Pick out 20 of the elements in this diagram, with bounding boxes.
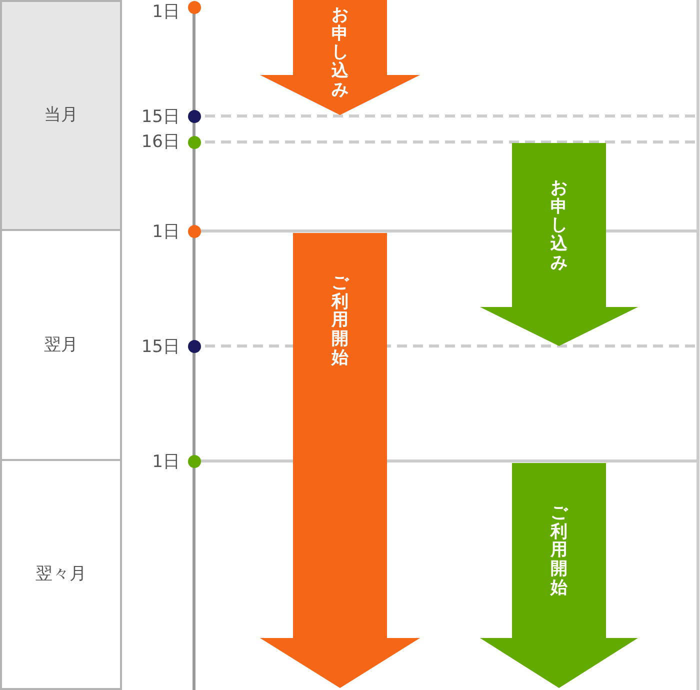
down-arrow bbox=[260, 0, 420, 115]
arrow-label: ご利用開始 bbox=[550, 504, 568, 598]
date-label: 15日 bbox=[141, 108, 180, 126]
date-label: 1日 bbox=[152, 3, 180, 21]
month-band bbox=[0, 459, 122, 690]
down-arrow bbox=[480, 143, 638, 346]
arrow-label: お申し込み bbox=[550, 179, 568, 272]
month-label: 翌々月 bbox=[36, 564, 86, 585]
month-label: 当月 bbox=[44, 105, 78, 126]
arrow-label: お申し込み bbox=[332, 6, 348, 100]
down-arrow bbox=[260, 233, 420, 688]
month-band bbox=[0, 229, 122, 461]
arrow-label: ご利用開始 bbox=[332, 274, 348, 368]
month-band bbox=[0, 0, 122, 231]
date-label: 1日 bbox=[152, 453, 180, 471]
month-label: 翌月 bbox=[44, 334, 78, 356]
date-label: 1日 bbox=[152, 223, 180, 241]
date-label: 15日 bbox=[141, 338, 180, 356]
date-label: 16日 bbox=[141, 133, 180, 151]
down-arrow bbox=[480, 463, 638, 688]
